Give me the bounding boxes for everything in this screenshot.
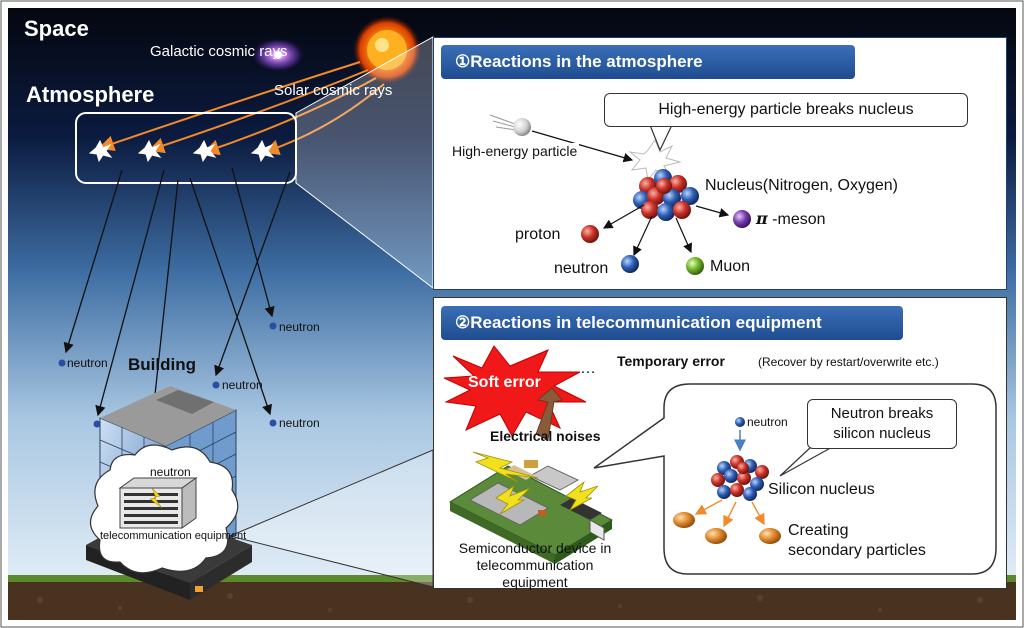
neutron-path-4 — [189, 177, 273, 416]
temporary-error-label: Temporary error — [617, 353, 725, 369]
neutron-dot-1 — [58, 359, 66, 367]
telecom-rack-icon — [118, 477, 198, 529]
collision-burst-2 — [137, 139, 162, 163]
galaxy-icon — [250, 37, 306, 73]
telecom-equipment-label: telecommunication equipment — [100, 530, 247, 542]
neutron-label-4: neutron — [279, 416, 320, 430]
pion-suffix: -meson — [772, 211, 826, 228]
neutron-label-5: neutron — [150, 465, 191, 479]
cosmic-ray-arrow-1 — [98, 61, 361, 152]
neutron-dot-2 — [93, 420, 101, 428]
collision-burst-3 — [192, 139, 217, 163]
space-label: Space — [24, 16, 89, 41]
neutron-path-1 — [63, 169, 123, 354]
collision-burst-4 — [250, 139, 275, 163]
high-energy-particle-label: High-energy particle — [450, 143, 580, 159]
neutron-particle-label: neutron — [554, 260, 609, 277]
electrical-noises-label: Electrical noises — [490, 428, 601, 444]
neutron-small-label: neutron — [747, 415, 788, 429]
building-label: Building — [128, 355, 196, 374]
solar-cosmic-rays-label: Solar cosmic rays — [274, 82, 393, 99]
neutron-path-6 — [214, 171, 291, 377]
neutron-label-2: neutron — [279, 320, 320, 334]
atmosphere-label: Atmosphere — [26, 82, 155, 107]
neutron-path-2 — [95, 169, 165, 417]
muon-label: Muon — [710, 258, 751, 275]
nucleus-label: Nucleus(Nitrogen, Oxygen) — [705, 177, 898, 194]
pion-symbol: π — [756, 209, 768, 228]
silicon-nucleus-label: Silicon nucleus — [768, 481, 875, 498]
cosmic-ray-arrow-2 — [148, 69, 369, 154]
callout-breaks-nucleus: High-energy particle breaks nucleus — [604, 93, 968, 127]
neutron-label-3: neutron — [222, 378, 263, 392]
callout-breaks-silicon: Neutron breaks silicon nucleus — [807, 399, 957, 449]
galactic-cosmic-rays-label: Galactic cosmic rays — [150, 43, 288, 60]
neutron-dot-3 — [269, 322, 277, 330]
semiconductor-device-label: Semiconductor device in telecommunicatio… — [458, 540, 612, 590]
neutron-label-1: neutron — [67, 356, 108, 370]
soft-error-label: Soft error — [468, 374, 541, 391]
panel-1-header: ①Reactions in the atmosphere — [441, 45, 855, 79]
pion-label: π -meson — [756, 209, 826, 229]
collision-burst-1 — [88, 139, 113, 163]
sun-icon — [353, 16, 421, 84]
proton-label: proton — [515, 226, 561, 243]
callout-breaks-silicon-text: Neutron breaks silicon nucleus — [830, 405, 934, 442]
neutron-dot-4 — [212, 381, 220, 389]
neutron-path-5 — [231, 167, 275, 318]
neutron-dot-5 — [269, 419, 277, 427]
panel-atmosphere-reactions — [433, 37, 1007, 290]
cosmic-ray-arrow-4 — [263, 83, 385, 156]
temporary-error-note: (Recover by restart/overwrite etc.) — [758, 355, 939, 369]
secondary-particles-label: Creating secondary particles — [788, 522, 926, 559]
panel-2-header: ②Reactions in telecommunication equipmen… — [441, 306, 903, 340]
